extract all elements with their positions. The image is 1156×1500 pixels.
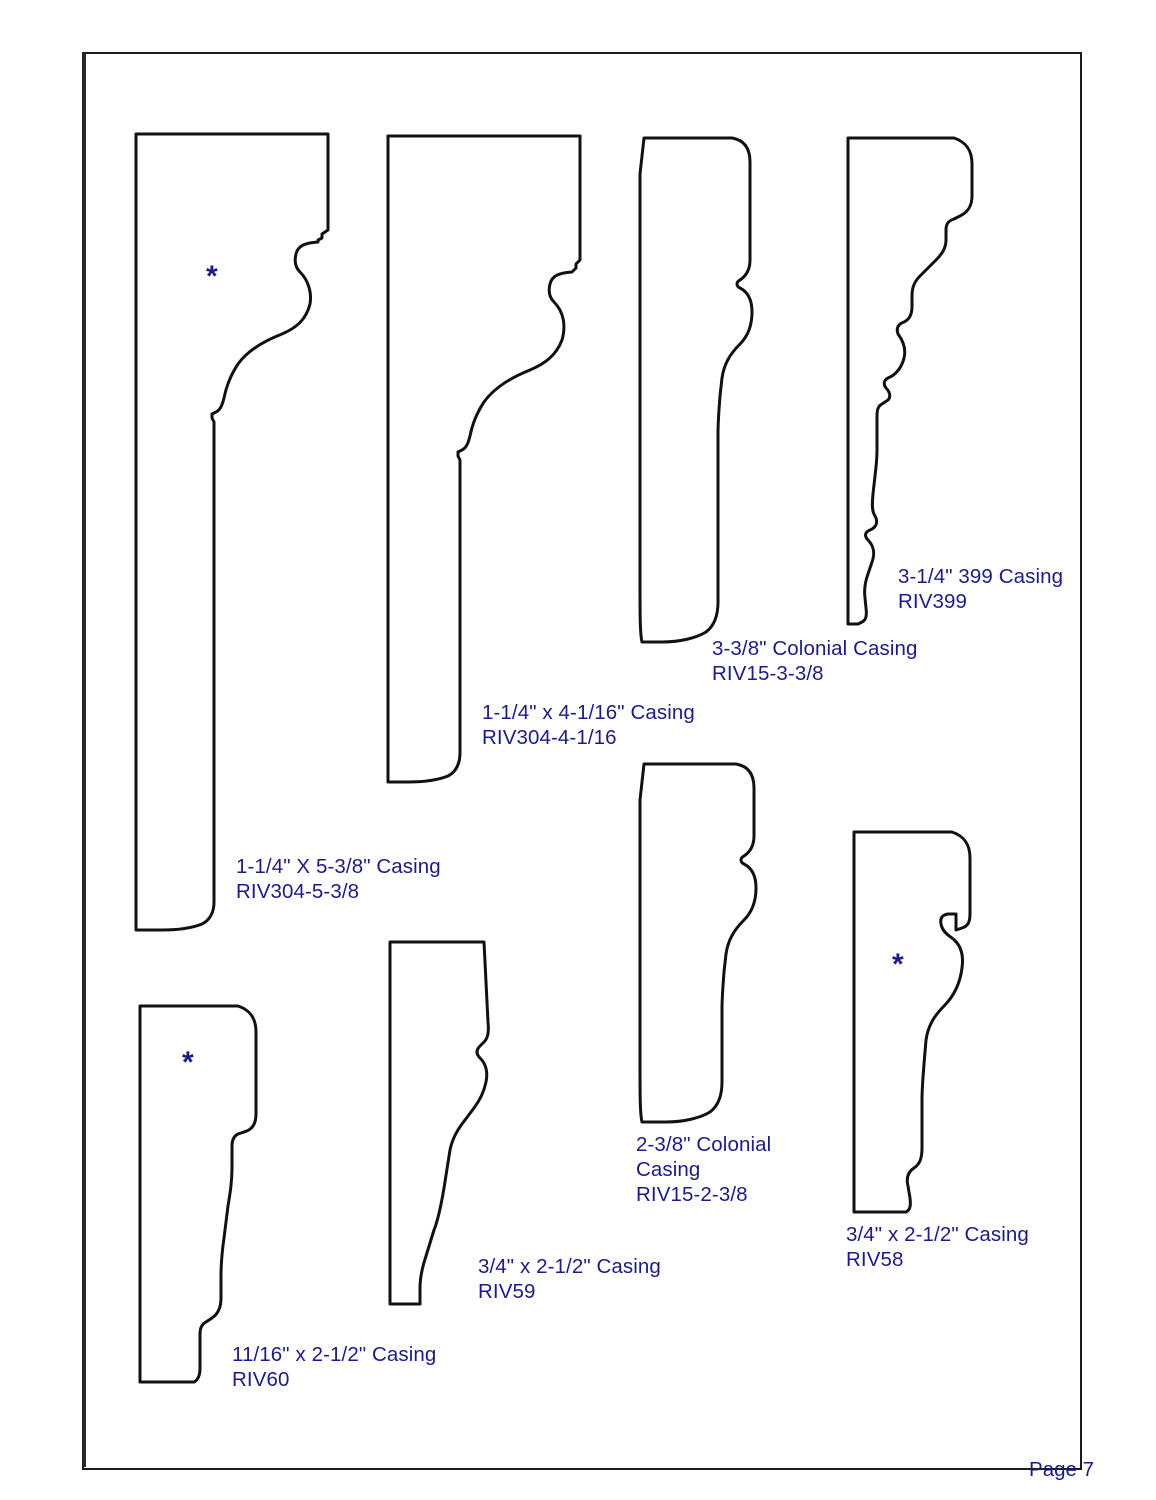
page-number-footer: Page 7 <box>1029 1458 1094 1481</box>
profile-shape-riv15-2-3-8 <box>636 760 766 1136</box>
profile-shape-riv304-4-1-16 <box>384 132 584 800</box>
label-riv60: 11/16" x 2-1/2" Casing RIV60 <box>232 1343 437 1391</box>
marker-asterisk-riv304-5-3-8: * <box>206 260 218 293</box>
profile-shape-riv58 <box>848 828 988 1220</box>
label-riv15-3-3-8: 3-3/8" Colonial Casing RIV15-3-3/8 <box>712 637 918 685</box>
label-riv304-4-1-16: 1-1/4" x 4-1/16" Casing RIV304-4-1/16 <box>482 701 695 749</box>
profile-shape-riv15-3-3-8 <box>636 134 766 658</box>
profile-shape-riv304-5-3-8 <box>132 130 332 950</box>
profile-shape-riv60 <box>134 1002 264 1388</box>
label-riv59: 3/4" x 2-1/2" Casing RIV59 <box>478 1255 661 1303</box>
page-border-frame <box>82 52 1082 1470</box>
marker-asterisk-riv58: * <box>892 948 904 981</box>
profile-shape-riv399 <box>842 134 992 628</box>
label-riv15-2-3-8: 2-3/8" Colonial Casing RIV15-2-3/8 <box>636 1133 772 1206</box>
label-riv58: 3/4" x 2-1/2" Casing RIV58 <box>846 1223 1029 1271</box>
label-riv399: 3-1/4" 399 Casing RIV399 <box>898 565 1064 613</box>
profile-shape-riv59 <box>384 938 514 1316</box>
label-riv304-5-3-8: 1-1/4" X 5-3/8" Casing RIV304-5-3/8 <box>236 855 441 903</box>
marker-asterisk-riv60: * <box>182 1046 194 1079</box>
